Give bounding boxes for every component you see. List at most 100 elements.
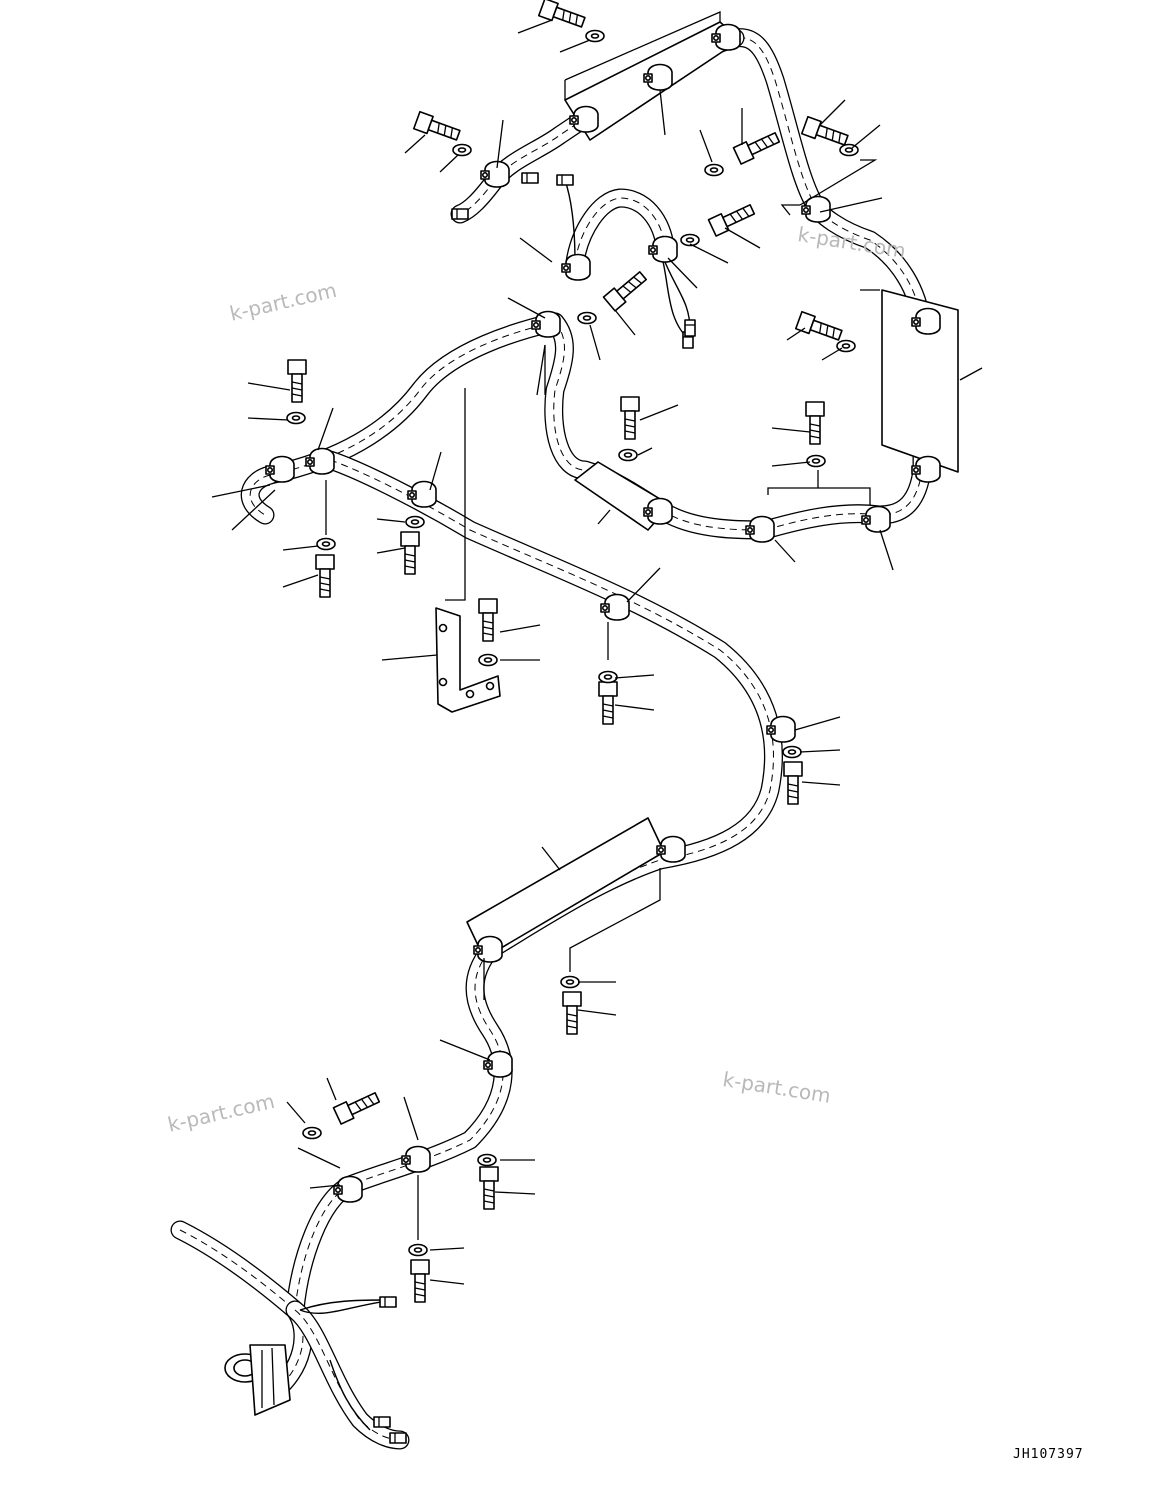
connector [373, 1416, 391, 1428]
leader-lines [211, 11, 983, 1285]
washer-hole [685, 237, 695, 243]
bolt-thread [354, 1095, 375, 1111]
leader-line [639, 404, 679, 421]
bolt-thread [414, 1281, 426, 1297]
bolt-shank [427, 119, 461, 141]
washer-hole [844, 147, 854, 153]
leader-line [403, 1096, 419, 1141]
connector-body [684, 319, 696, 337]
connector-body [556, 174, 574, 186]
washer-hole [582, 315, 592, 321]
leader-line [519, 237, 553, 263]
washer-hole [307, 1130, 317, 1136]
leader-line [614, 704, 655, 711]
clamp [473, 935, 503, 963]
leader-line [786, 327, 806, 341]
harness-centerline [294, 1309, 401, 1441]
leader-line [211, 484, 271, 498]
leader-line [819, 197, 883, 213]
bolt [707, 203, 756, 237]
leader-line [376, 547, 406, 554]
clamp-hole [768, 726, 775, 734]
bolt-thread [809, 423, 821, 439]
clamp [561, 253, 591, 281]
clamp-band [715, 23, 741, 51]
protective-cover [881, 289, 959, 473]
bolt-shank [347, 1091, 381, 1116]
clamp-hole [409, 491, 416, 499]
clamp [643, 63, 673, 91]
washer-hole [291, 415, 301, 421]
plug-ribs [261, 1347, 275, 1408]
clamp [801, 195, 831, 223]
clamp-hole [482, 171, 489, 179]
leader-line [799, 749, 841, 753]
clamp-band [647, 497, 673, 525]
leader-line [559, 39, 591, 53]
bolt-thread [729, 207, 750, 223]
clamp-hole [658, 846, 665, 854]
clamp-band [915, 455, 941, 483]
washer-hole [482, 1157, 492, 1163]
harness-centerline [179, 1229, 304, 1396]
bolt [805, 401, 825, 445]
clamp [480, 160, 510, 188]
leader-line [282, 545, 319, 551]
leader-line [326, 1077, 337, 1101]
clamp-hole [863, 516, 870, 524]
clamp [531, 310, 561, 338]
leader-line [536, 344, 546, 396]
clamp-hole [747, 526, 754, 534]
reference-line [767, 470, 871, 505]
clamp [265, 455, 295, 483]
bolt-thread [319, 576, 331, 592]
leader-line [282, 574, 319, 588]
bolt [287, 359, 307, 403]
clamp [401, 1145, 431, 1173]
clamp-band [915, 307, 941, 335]
leader-line [959, 367, 983, 381]
connector-body [373, 1416, 391, 1428]
clamp-hole [267, 466, 274, 474]
leader-line [429, 451, 442, 491]
bolts-and-washers [286, 0, 859, 1303]
bracket-hole [438, 677, 448, 687]
leader-line [626, 567, 661, 603]
bolt-head [287, 359, 307, 375]
bolt [478, 598, 498, 642]
harness-centerline [553, 37, 923, 531]
clamp-band [604, 593, 630, 621]
leader-line [496, 119, 504, 169]
leader-line [667, 257, 698, 289]
leader-line [404, 134, 426, 154]
clamp-band [487, 1050, 513, 1078]
bolt-shank [815, 124, 849, 146]
bolt [562, 991, 582, 1035]
leader-line [699, 129, 713, 163]
connectors [224, 172, 696, 1444]
clamp-band [309, 447, 335, 475]
clamp-band [484, 160, 510, 188]
bolt-thread [622, 276, 643, 293]
washer-hole [590, 33, 600, 39]
clamp-band [865, 505, 891, 533]
connector [379, 1296, 397, 1308]
drawing-code: JH107397 [1013, 1447, 1084, 1462]
harness-centerline [249, 474, 271, 516]
bolt-head [620, 396, 640, 412]
washer-hole [410, 519, 420, 525]
leader-line [659, 89, 666, 136]
leader-line [439, 1039, 491, 1061]
clamp-band [405, 1145, 431, 1173]
mounting-bracket [435, 607, 501, 713]
bolt [602, 271, 647, 312]
clamp-hole [475, 946, 482, 954]
clamp [643, 497, 673, 525]
bolt-thread [483, 1188, 495, 1204]
bracket-hole [438, 623, 448, 633]
clamp [711, 23, 741, 51]
bolt-head [598, 681, 618, 697]
connector [684, 319, 696, 337]
bolt [479, 1166, 499, 1210]
bolt [412, 110, 461, 141]
